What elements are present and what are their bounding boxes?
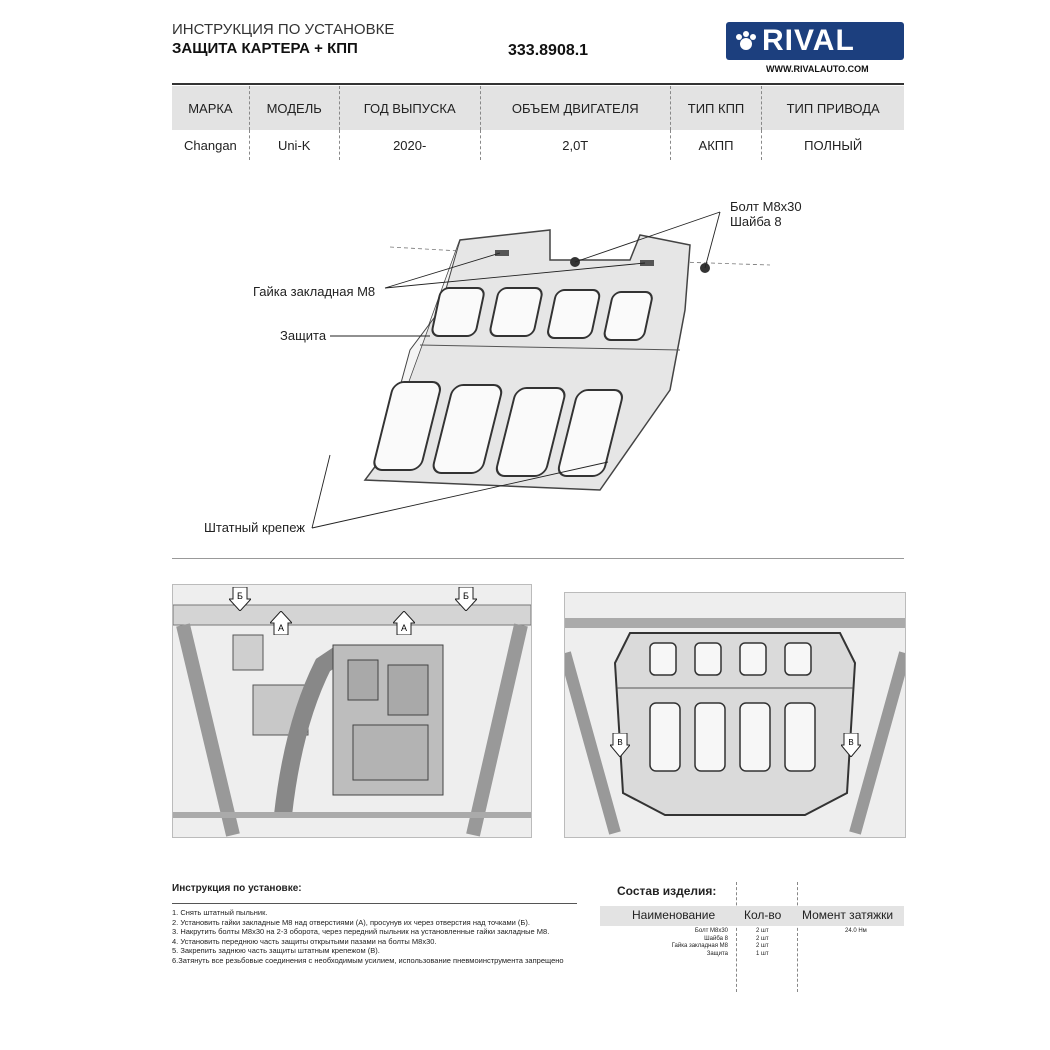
instruction-step: 4. Установить переднюю часть защиты откр… [172,936,437,946]
guard-fold-line [419,344,681,351]
marker-a-left-label: А [278,623,284,633]
value-year: 2020- [338,130,481,160]
section-divider [172,558,904,559]
nut-left-icon [495,250,509,256]
composition-col-divider [736,882,737,992]
marker-a-right-icon: А [393,611,415,635]
marker-v-left-label: В [617,738,622,747]
item-name: Шайба 8 [704,935,728,942]
instruction-step: 3. Накрутить болты М8х30 на 2-3 оборота,… [172,927,550,936]
callout-bolt: Болт M8x30 [730,199,802,214]
item-torque: 24.0 Нм [845,928,867,934]
item-qty: 2 шт [756,935,769,942]
leader-bolt-2 [704,211,721,269]
callout-fastener: Штатный крепеж [204,520,305,535]
callout-washer: Шайба 8 [730,214,782,229]
instruction-step: 1. Снять штатный пыльник. [172,908,268,917]
instructions-divider [172,903,577,904]
document-title: ИНСТРУКЦИЯ ПО УСТАНОВКЕ ЗАЩИТА КАРТЕРА +… [172,20,394,58]
marker-b-right-label: Б [463,591,469,601]
composition-header: Наименование Кол-во Момент затяжки [600,906,904,926]
rival-logo: RIVAL [726,22,904,60]
col-make: МАРКА [172,86,250,130]
header-divider [172,83,904,85]
marker-v-right-icon: В [841,733,861,757]
col-model: МОДЕЛЬ [248,86,340,130]
composition-title: Состав изделия: [617,884,717,898]
item-name: Гайка закладная М8 [671,943,728,949]
instructions-title: Инструкция по установке: [172,883,302,894]
callout-nut: Гайка закладная M8 [253,284,376,299]
item-qty: 2 шт [756,928,769,934]
marker-b-left-label: Б [237,591,243,601]
leader-nut-2 [384,262,646,289]
composition-torques: 24.0 Нм [845,928,895,936]
leader-bolt-1 [574,211,721,263]
marker-a-left-icon: А [270,611,292,635]
leader-fastener-1 [311,454,331,529]
paw-logo-icon [736,31,756,50]
leader-fastener-2 [311,461,609,529]
item-qty: 1 шт [756,950,769,957]
value-make: Changan [184,137,237,153]
marker-b-right-icon: Б [455,587,477,611]
part-number: 333.8908.1 [508,42,589,59]
value-model: Uni-K [248,130,340,160]
col-quantity: Кол-во [744,908,782,922]
item-name: Защита [706,950,728,957]
instruction-step: 5. Закрепить заднюю часть защиты штатным… [172,946,380,955]
instructions-steps: 1. Снять штатный пыльник. 2. Установить … [172,908,572,965]
value-drive: ПОЛНЫЙ [761,130,904,160]
col-torque: Момент затяжки [802,908,894,922]
item-qty: 2 шт [756,943,769,949]
marker-b-left-icon: Б [229,587,251,611]
spec-header-row: МАРКА МОДЕЛЬ ГОД ВЫПУСКА ОБЪЕМ ДВИГАТЕЛЯ… [172,86,904,130]
col-item-name: Наименование [632,908,716,922]
vehicle-spec-table: МАРКА МОДЕЛЬ ГОД ВЫПУСКА ОБЪЕМ ДВИГАТЕЛЯ… [172,86,904,160]
upper-vent-slots [431,287,653,341]
nut-right-icon [640,260,654,266]
item-name: Болт М8х30 [694,928,728,934]
composition-col-divider [797,882,798,992]
logo-url: WWW.RIVALAUTO.COM [766,64,869,74]
photo-underside-before: Б А А Б [172,584,532,838]
marker-v-right-label: В [848,738,853,747]
composition-quantities: 2 шт 2 шт 2 шт 1 шт [756,928,796,958]
guard-assembly-diagram [311,211,771,529]
guard-installed-drawing [565,593,905,837]
col-year: ГОД ВЫПУСКА [338,86,481,130]
logo-wordmark: RIVAL [762,24,855,57]
marker-v-left-icon: В [610,733,630,757]
col-engine: ОБЪЕМ ДВИГАТЕЛЯ [479,86,671,130]
lower-vent-slots [373,381,623,477]
col-gearbox: ТИП КПП [669,86,762,130]
value-gearbox: АКПП [669,130,762,160]
composition-names: Болт М8х30 Шайба 8 Гайка закладная М8 За… [600,928,728,958]
marker-a-right-label: А [401,623,407,633]
instruction-step: 6.Затянуть все резьбовые соединения с не… [172,955,564,965]
underside-before-drawing [173,585,531,837]
col-drive: ТИП ПРИВОДА [761,86,904,130]
leader-nut-1 [384,252,501,289]
photo-guard-installed: В В [564,592,906,838]
callout-guard: Защита [280,328,327,343]
value-engine: 2,0T [479,130,671,160]
callout-bolt-washer: Болт M8x30 Шайба 8 [730,199,802,229]
spec-value-row: Changan Uni-K 2020- 2,0T АКПП ПОЛНЫЙ [172,130,904,160]
title-line-1: ИНСТРУКЦИЯ ПО УСТАНОВКЕ [172,21,395,38]
title-line-2: ЗАЩИТА КАРТЕРА + КПП [172,40,358,57]
instruction-step: 2. Установить гайки закладные М8 над отв… [172,917,530,927]
